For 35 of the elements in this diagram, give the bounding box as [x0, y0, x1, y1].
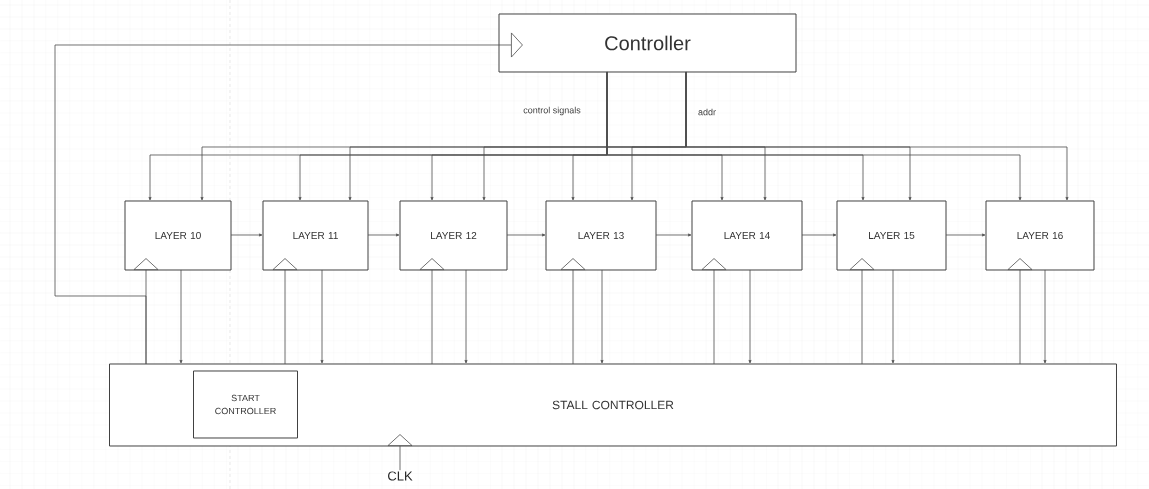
arrow — [685, 71, 1069, 201]
arrow — [54, 32, 523, 365]
arrow — [655, 233, 692, 237]
arrow — [849, 258, 875, 365]
clk-label: CLK — [388, 471, 413, 481]
edge-label: addr — [698, 108, 716, 116]
arrow — [179, 269, 183, 364]
arrow — [367, 233, 400, 237]
layer-box: LAYER 16 — [985, 200, 1095, 271]
arrow — [387, 434, 413, 471]
layer-box: LAYER 10 — [124, 200, 232, 271]
arrow — [560, 258, 586, 365]
layer-box: LAYER 13 — [545, 200, 657, 271]
arrow — [801, 233, 837, 237]
arrow — [701, 258, 727, 365]
arrow — [945, 233, 986, 237]
arrow — [891, 269, 895, 364]
arrow — [272, 258, 298, 365]
layer-box: LAYER 14 — [691, 200, 803, 271]
arrow — [606, 71, 1022, 201]
arrow — [748, 269, 752, 364]
edge-label: control signals — [523, 106, 581, 116]
arrow — [419, 258, 445, 365]
start-controller-box: START CONTROLLER — [193, 370, 298, 439]
layer-box: LAYER 15 — [836, 200, 947, 271]
arrow — [1007, 258, 1033, 365]
arrow — [506, 233, 546, 237]
layer-box: LAYER 11 — [262, 200, 369, 271]
layer-box: LAYER 12 — [399, 200, 508, 271]
arrow — [600, 269, 604, 364]
arrow — [464, 269, 468, 364]
arrow — [1043, 269, 1047, 364]
arrow — [320, 269, 324, 364]
controller-box: Controller — [498, 13, 797, 73]
arrow — [230, 233, 263, 237]
